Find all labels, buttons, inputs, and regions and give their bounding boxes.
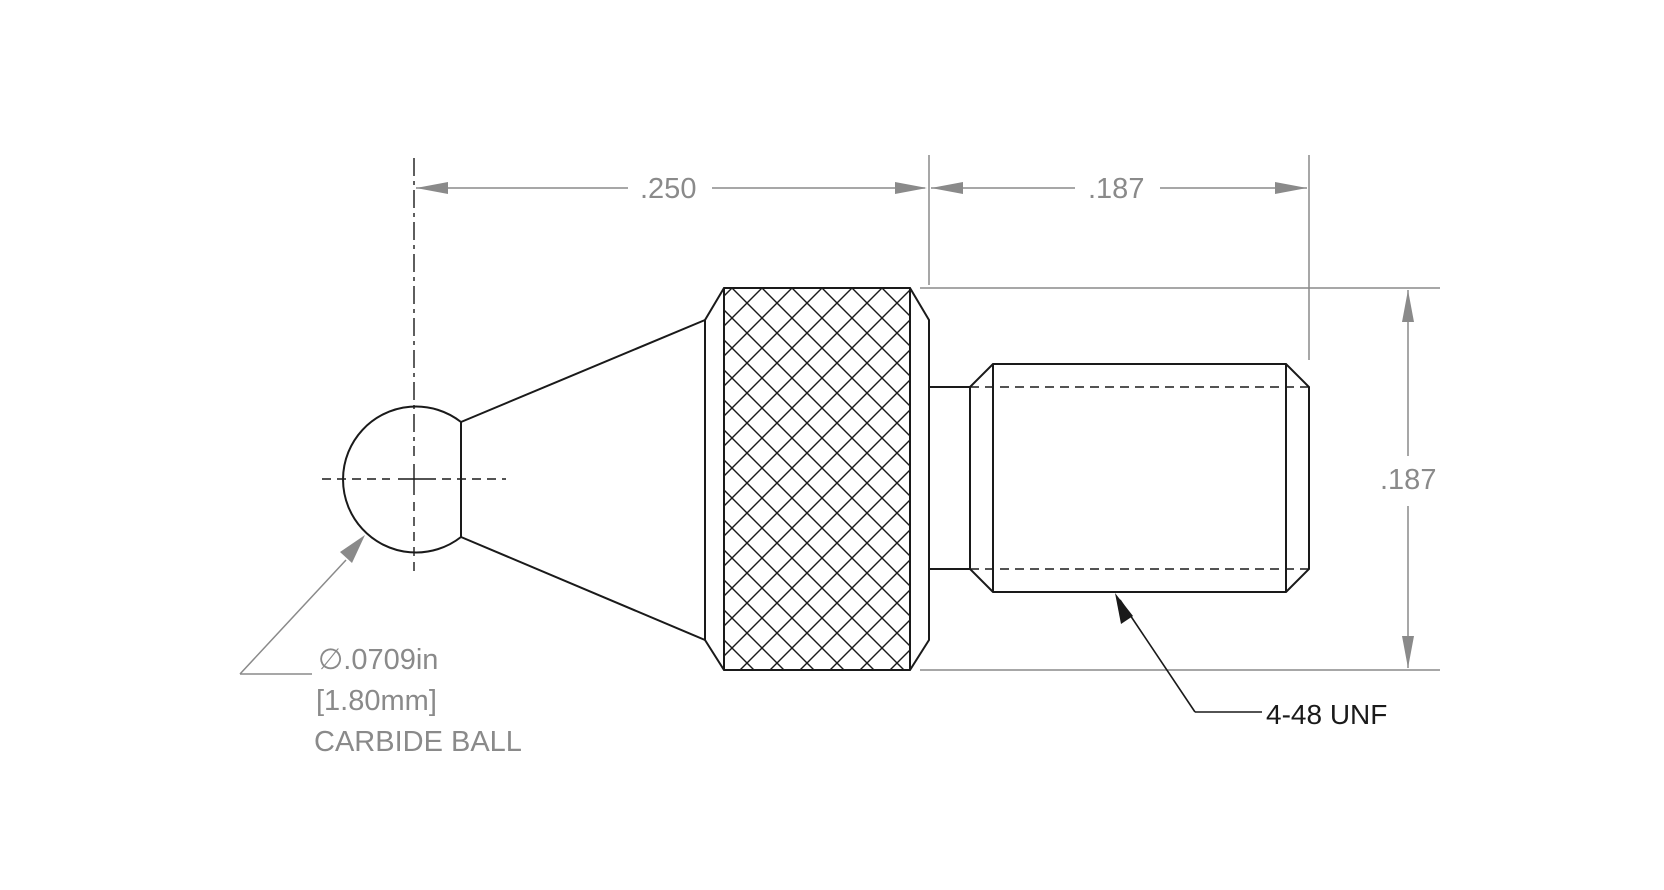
knurl-line <box>724 579 815 670</box>
knurl-line <box>769 529 910 670</box>
dim-label-tip-length: .250 <box>640 173 697 205</box>
knurl-line <box>724 399 910 587</box>
ball-center-mark <box>322 158 506 572</box>
knurl-line <box>791 288 910 407</box>
knurl-line <box>724 339 910 527</box>
knurl-line <box>1002 288 1384 670</box>
knurl-line <box>1032 288 1414 670</box>
threaded-shank <box>969 363 1310 593</box>
dimension-tip-length <box>416 155 930 285</box>
dimension-thread-length <box>931 155 1310 360</box>
knurl-pattern <box>0 288 1654 670</box>
knurl-line <box>724 319 910 507</box>
knurl-line <box>724 289 910 477</box>
knurl-line <box>739 499 910 670</box>
knurl-line <box>724 549 845 670</box>
thread-leader <box>1115 593 1262 713</box>
thread-spec-label: 4-48 UNF <box>1266 699 1388 730</box>
cone-bottom-edge <box>460 536 706 641</box>
ball-material-label: CARBIDE BALL <box>314 726 522 758</box>
knurl-line <box>881 288 910 317</box>
ball-metric-label: [1.80mm] <box>316 685 437 717</box>
knurl-line <box>724 519 875 670</box>
knurl-line <box>724 459 910 647</box>
knurl-line <box>724 379 910 567</box>
knurl-line <box>889 649 910 670</box>
knurl-line <box>0 288 372 670</box>
knurl-line <box>821 288 910 377</box>
knurled-collar <box>704 287 930 671</box>
thread-relief-neck <box>928 386 971 570</box>
knurl-line <box>200 288 582 670</box>
knurl-line <box>829 589 910 670</box>
knurl-line <box>972 288 1354 670</box>
dim-label-thread-length: .187 <box>1088 173 1145 205</box>
knurl-line <box>1272 288 1654 670</box>
knurl-line <box>724 469 910 657</box>
knurl-line <box>1152 288 1534 670</box>
ball-diameter-label: ∅.0709in <box>318 644 439 676</box>
knurl-line <box>724 489 905 670</box>
dim-label-body-diameter: .187 <box>1380 464 1437 496</box>
knurl-line <box>1182 288 1564 670</box>
ball-leader <box>239 535 365 675</box>
knurl-line <box>761 288 910 437</box>
knurl-line <box>724 349 910 537</box>
knurl-line <box>1122 288 1504 670</box>
knurl-line <box>731 288 910 467</box>
knurl-line <box>859 619 910 670</box>
knurl-line <box>724 309 910 497</box>
knurl-line <box>724 288 853 417</box>
knurl-line <box>724 409 910 597</box>
knurl-line <box>724 439 910 627</box>
cone-top-edge <box>460 319 706 423</box>
knurl-line <box>724 429 910 617</box>
knurl-line <box>799 559 910 670</box>
knurl-line <box>724 288 883 447</box>
stylus-part <box>0 287 1654 671</box>
knurl-line <box>724 288 823 387</box>
knurl-line <box>724 288 793 357</box>
knurl-line <box>724 369 910 557</box>
knurl-line <box>942 288 1324 670</box>
dimension-body-diameter <box>920 287 1440 671</box>
knurl-line <box>0 288 342 670</box>
